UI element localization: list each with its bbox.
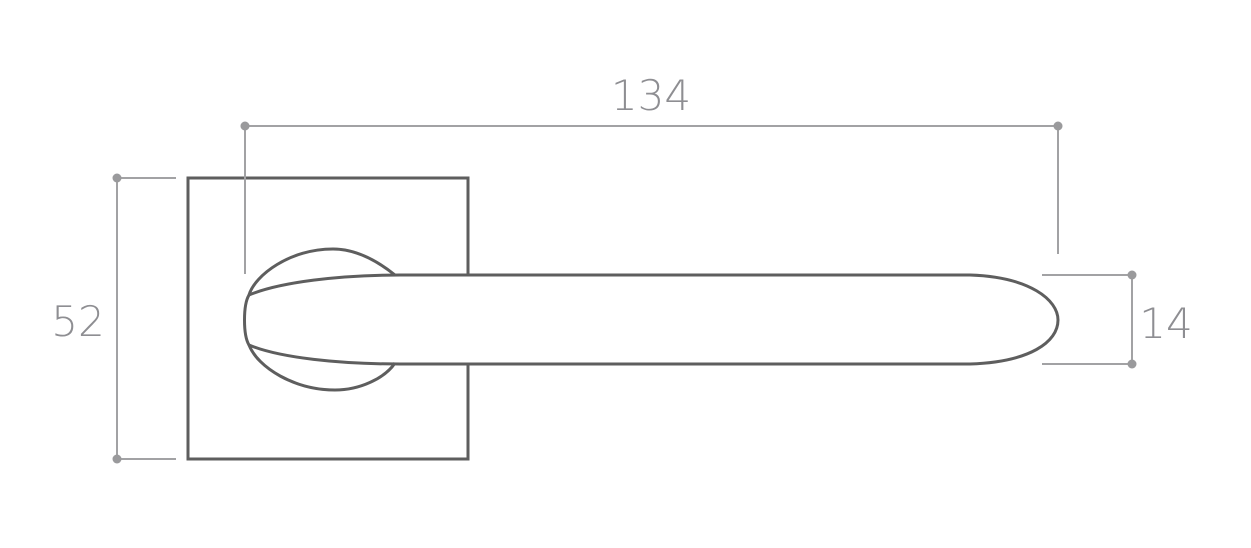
- rose-square: [186, 176, 470, 461]
- length-label: 134: [611, 71, 691, 120]
- dimension-endpoint: [1053, 121, 1063, 131]
- dimension-endpoint: [112, 173, 122, 183]
- dimension-endpoint: [240, 121, 250, 131]
- dimension-endpoint: [1127, 270, 1137, 280]
- dimension-length: 134: [240, 71, 1063, 274]
- handle-thickness-label: 14: [1139, 299, 1192, 348]
- dimension-handle-thickness: 14: [1042, 270, 1193, 369]
- lever-handle: [243, 273, 1060, 366]
- dimension-endpoint: [112, 454, 122, 464]
- dimension-endpoint: [1127, 359, 1137, 369]
- dimension-rose-height: 52: [51, 173, 176, 464]
- rose-circle: [247, 247, 397, 392]
- rose-height-label: 52: [51, 297, 104, 346]
